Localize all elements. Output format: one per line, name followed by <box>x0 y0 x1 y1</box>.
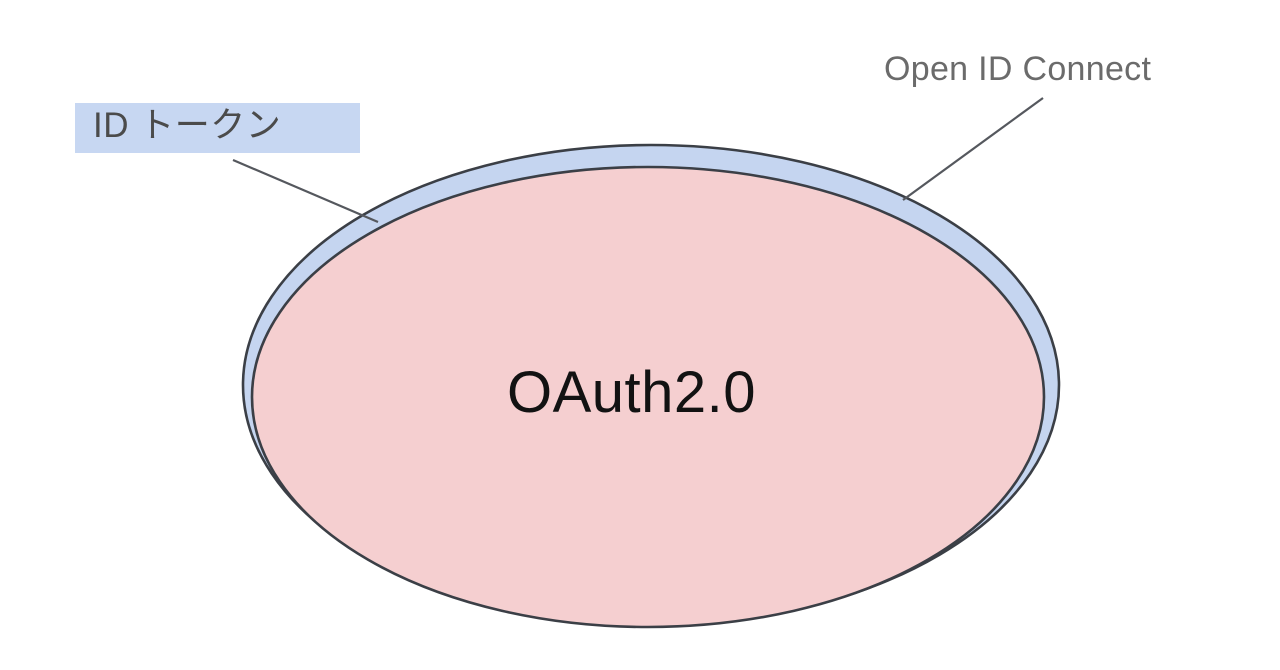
id-token-label-highlight <box>75 103 360 153</box>
id-token-leader-line <box>232 158 379 224</box>
oauth2-label: OAuth2.0 <box>507 360 757 425</box>
oauth2-ellipse <box>250 165 1046 629</box>
open-id-connect-leader-line <box>902 97 1044 201</box>
id-token-label: ID トークン <box>93 106 282 145</box>
open-id-connect-label: Open ID Connect <box>884 50 1152 88</box>
